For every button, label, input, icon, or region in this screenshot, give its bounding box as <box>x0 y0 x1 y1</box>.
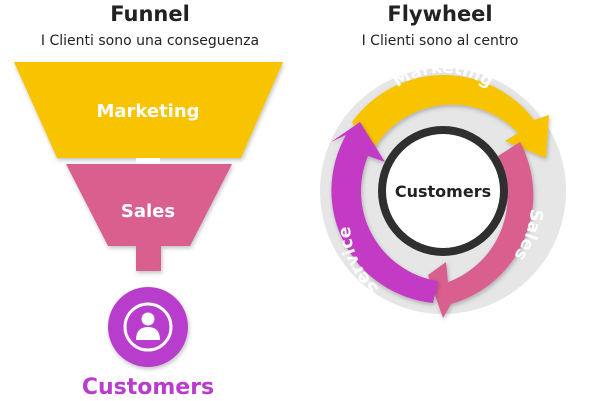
flywheel-segment-marketing <box>352 74 549 158</box>
badge-inner-ring <box>123 302 173 352</box>
flywheel-diagram: Customers Marketing Sales Service <box>320 58 566 318</box>
funnel-label-marketing: Marketing <box>96 101 199 122</box>
flywheel-title: Flywheel <box>387 2 493 26</box>
person-icon <box>136 312 160 340</box>
customers-badge <box>108 287 188 367</box>
flywheel-subtitle: I Clienti sono al centro <box>361 33 519 49</box>
funnel-title: Funnel <box>110 2 190 26</box>
flywheel-center-label: Customers <box>395 182 491 201</box>
funnel-label-sales: Sales <box>121 201 175 222</box>
funnel-customers-label: Customers <box>82 375 214 400</box>
flywheel-center <box>386 134 500 248</box>
funnel-diagram: Marketing Sales Customers <box>14 62 283 400</box>
funnel-stage-marketing <box>14 62 283 158</box>
funnel-stage-sales <box>66 164 232 271</box>
flywheel-segment-service <box>331 122 438 303</box>
funnel-subtitle: I Clienti sono una conseguenza <box>40 33 260 49</box>
